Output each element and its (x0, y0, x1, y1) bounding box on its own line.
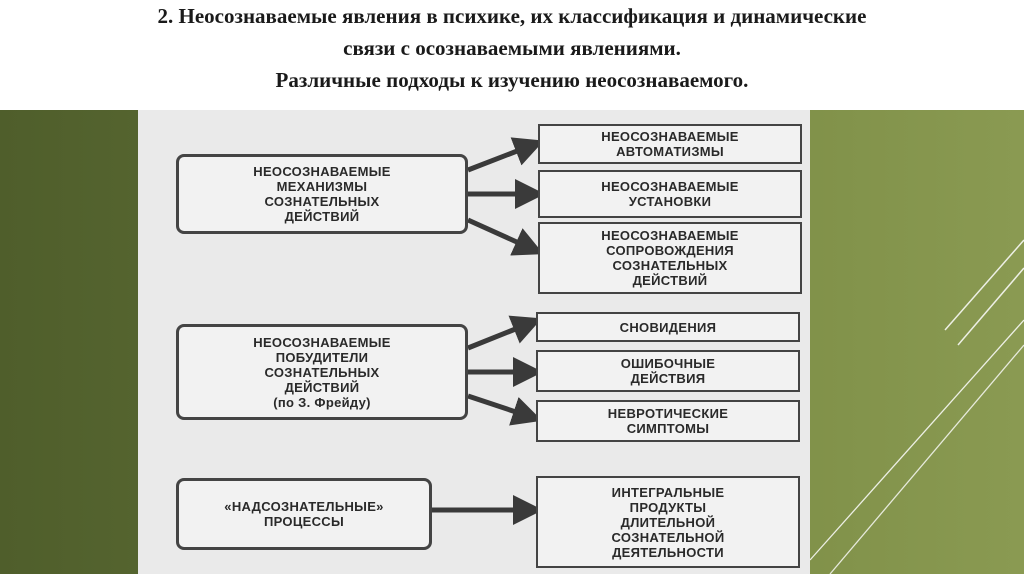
slide-subtitle: Различные подходы к изучению неосознавае… (275, 68, 749, 92)
slide-title-line-2: связи с осознаваемыми явлениями. (343, 36, 681, 60)
slide-title-line-1: 2. Неосознаваемые явления в психике, их … (157, 4, 867, 28)
right-box-integral-products: ИНТЕГРАЛЬНЫЕ ПРОДУКТЫ ДЛИТЕЛЬНОЙ СОЗНАТЕ… (536, 476, 800, 568)
arrow-to-accompaniments (466, 217, 544, 256)
right-box-sets: НЕОСОЗНАВАЕМЫЕ УСТАНОВКИ (538, 170, 802, 218)
left-box-mechanisms: НЕОСОЗНАВАЕМЫЕ МЕХАНИЗМЫ СОЗНАТЕЛЬНЫХ ДЕ… (176, 154, 468, 234)
right-box-neurotic-symptoms: НЕВРОТИЧЕСКИЕ СИМПТОМЫ (536, 400, 800, 442)
title-area: 2. Неосознаваемые явления в психике, их … (0, 0, 1024, 110)
left-box-supraconscious: «НАДСОЗНАТЕЛЬНЫЕ» ПРОЦЕССЫ (176, 478, 432, 550)
right-box-dreams: СНОВИДЕНИЯ (536, 312, 800, 342)
arrow-to-neurotic-symptoms (467, 393, 543, 426)
left-box-motivators: НЕОСОЗНАВАЕМЫЕ ПОБУДИТЕЛИ СОЗНАТЕЛЬНЫХ Д… (176, 324, 468, 420)
arrow-to-dreams (467, 315, 542, 351)
diagram-arrows (432, 137, 545, 525)
arrow-to-automatisms (467, 137, 544, 173)
diagram-scan: НЕОСОЗНАВАЕМЫЕ МЕХАНИЗМЫ СОЗНАТЕЛЬНЫХ ДЕ… (138, 110, 810, 574)
right-box-accompaniments: НЕОСОЗНАВАЕМЫЕ СОПРОВОЖДЕНИЯ СОЗНАТЕЛЬНЫ… (538, 222, 802, 294)
right-box-automatisms: НЕОСОЗНАВАЕМЫЕ АВТОМАТИЗМЫ (538, 124, 802, 164)
right-box-erroneous-actions: ОШИБОЧНЫЕ ДЕЙСТВИЯ (536, 350, 800, 392)
